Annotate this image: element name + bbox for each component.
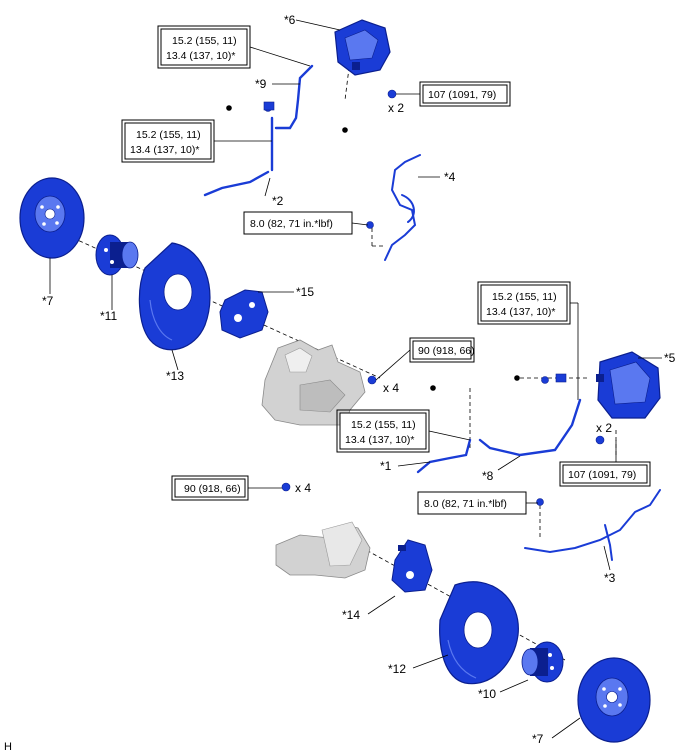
quantity-label: x 2 — [596, 421, 612, 435]
front-steering-knuckle — [261, 339, 366, 426]
callout-7-rear: *7 — [532, 732, 544, 746]
torque-box-rear-sensor: 8.0 (82, 71 in.*lbf) — [417, 491, 527, 515]
callout-6: *6 — [284, 13, 296, 27]
callout-3: *3 — [604, 571, 616, 585]
callout-9: *9 — [255, 77, 267, 91]
torque-value-alt: 13.4 (137, 10)* — [130, 144, 199, 156]
quantity-label: x 4 — [295, 481, 311, 495]
front-brake-disc — [19, 177, 85, 259]
rear-axle-carrier — [275, 521, 371, 579]
front-left-caliper — [334, 19, 391, 76]
callout-1: *1 — [380, 459, 392, 473]
torque-value: 107 (1091, 79) — [568, 469, 636, 481]
callout-8: *8 — [482, 469, 494, 483]
callout-15: *15 — [296, 285, 314, 299]
torque-box-front-bracket: 90 (918, 66) — [409, 337, 475, 363]
callout-7-front: *7 — [42, 294, 54, 308]
rear-axle-hub — [521, 641, 564, 683]
front-disc-brake-dust-cover — [138, 242, 211, 351]
rear-disc-brake-dust-cover — [439, 581, 519, 685]
callout-11: *11 — [100, 309, 117, 323]
front-brake-line — [203, 64, 314, 197]
callout-4: *4 — [444, 170, 456, 184]
torque-box-rear-caliper: 107 (1091, 79) — [559, 461, 651, 487]
torque-value: 15.2 (155, 11) — [172, 35, 237, 47]
quantity-label: x 4 — [383, 381, 399, 395]
leader-lines — [49, 19, 662, 739]
quantity-label: x 2 — [388, 101, 404, 115]
fasteners — [263, 89, 605, 506]
torque-value: 90 (918, 66) — [184, 483, 241, 495]
torque-box-rear-line-lower: 15.2 (155, 11) 13.4 (137, 10)* — [336, 409, 430, 453]
torque-box-front-sensor: 8.0 (82, 71 in.*lbf) — [243, 211, 353, 235]
callout-13: *13 — [166, 369, 184, 383]
torque-value: 8.0 (82, 71 in.*lbf) — [250, 218, 333, 230]
rear-speed-sensor-harness — [524, 489, 661, 561]
rear-bracket — [391, 539, 433, 593]
reference-dots — [226, 105, 520, 391]
torque-box-front-caliper: 107 (1091, 79) — [419, 81, 511, 107]
torque-value-alt: 13.4 (137, 10)* — [486, 306, 555, 318]
torque-box-front-line-lower: 15.2 (155, 11) 13.4 (137, 10)* — [121, 119, 215, 163]
callout-14: *14 — [342, 608, 360, 622]
torque-value-alt: 13.4 (137, 10)* — [166, 50, 235, 62]
front-axle-hub — [95, 234, 139, 276]
rear-left-caliper — [596, 351, 661, 419]
rear-brake-disc — [577, 657, 651, 743]
torque-box-rear-line-upper: 15.2 (155, 11) 13.4 (137, 10)* — [477, 281, 571, 325]
torque-box-front-line-upper: 15.2 (155, 11) 13.4 (137, 10)* — [157, 25, 251, 69]
torque-value: 107 (1091, 79) — [428, 89, 496, 101]
front-speed-sensor-harness — [384, 154, 421, 261]
torque-value: 8.0 (82, 71 in.*lbf) — [424, 498, 507, 510]
callout-5: *5 — [664, 351, 676, 365]
callout-12: *12 — [388, 662, 406, 676]
torque-value-alt: 13.4 (137, 10)* — [345, 434, 414, 446]
callout-10: *10 — [478, 687, 496, 701]
torque-value: 15.2 (155, 11) — [492, 291, 557, 303]
torque-box-rear-bracket: 90 (918, 66) — [171, 475, 249, 501]
rear-brake-line — [416, 398, 582, 474]
figure-letter: H — [4, 741, 12, 753]
torque-value: 15.2 (155, 11) — [136, 129, 201, 141]
callout-2: *2 — [272, 194, 284, 208]
torque-value: 15.2 (155, 11) — [351, 419, 416, 431]
front-bracket — [219, 289, 269, 339]
torque-value: 90 (918, 66) — [418, 345, 475, 357]
